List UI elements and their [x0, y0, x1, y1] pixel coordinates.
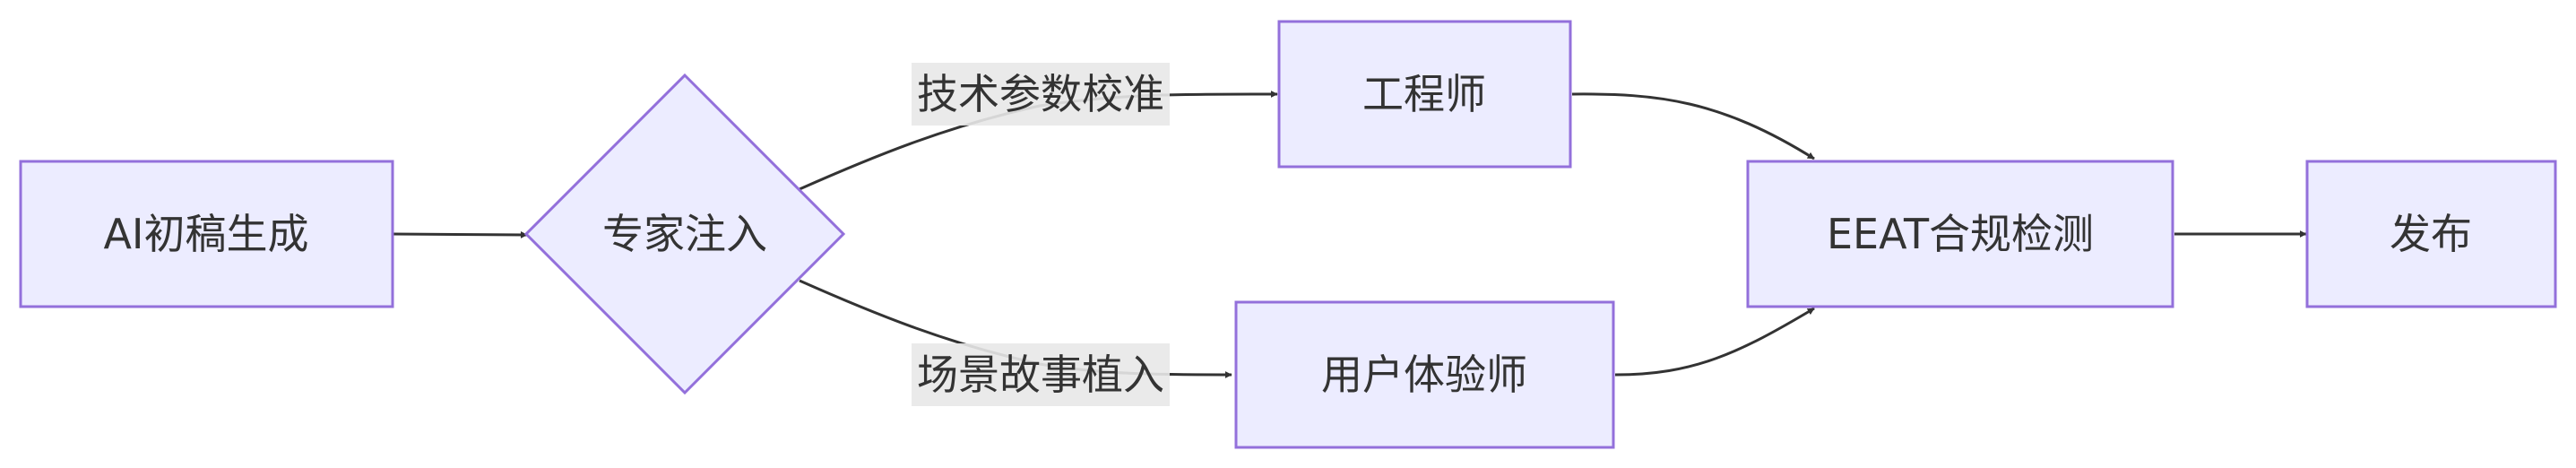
- node-expert-inject[interactable]: 专家注入: [523, 73, 846, 395]
- edge-label-bg: [912, 343, 1170, 406]
- node-label: 用户体验师: [1321, 351, 1527, 399]
- node-eeat-check[interactable]: EEAT合规检测: [1746, 160, 2174, 308]
- node-label: EEAT合规检测: [1827, 210, 2094, 258]
- node-label: AI初稿生成: [103, 210, 308, 258]
- node-label: 发布: [2390, 210, 2472, 258]
- edge-label-text: 技术参数校准: [917, 70, 1164, 118]
- edge-ux-designer-to-eeat-check: [1614, 307, 1815, 377]
- node-ux-designer[interactable]: 用户体验师: [1234, 300, 1615, 449]
- node-engineer[interactable]: 工程师: [1277, 20, 1572, 169]
- edge-engineer-to-eeat-check: [1571, 92, 1815, 160]
- edge-ai-draft-to-expert-inject: [392, 230, 528, 238]
- node-label: 专家注入: [602, 210, 767, 258]
- edge-label-bg: [912, 63, 1170, 126]
- edge-label-text: 场景故事植入: [917, 351, 1164, 399]
- edge-label-scenario-story: 场景故事植入: [912, 343, 1170, 406]
- edge-label-tech-calibration: 技术参数校准: [912, 63, 1170, 126]
- node-label: 工程师: [1362, 70, 1486, 118]
- node-ai-draft[interactable]: AI初稿生成: [19, 160, 394, 308]
- node-publish[interactable]: 发布: [2305, 160, 2557, 308]
